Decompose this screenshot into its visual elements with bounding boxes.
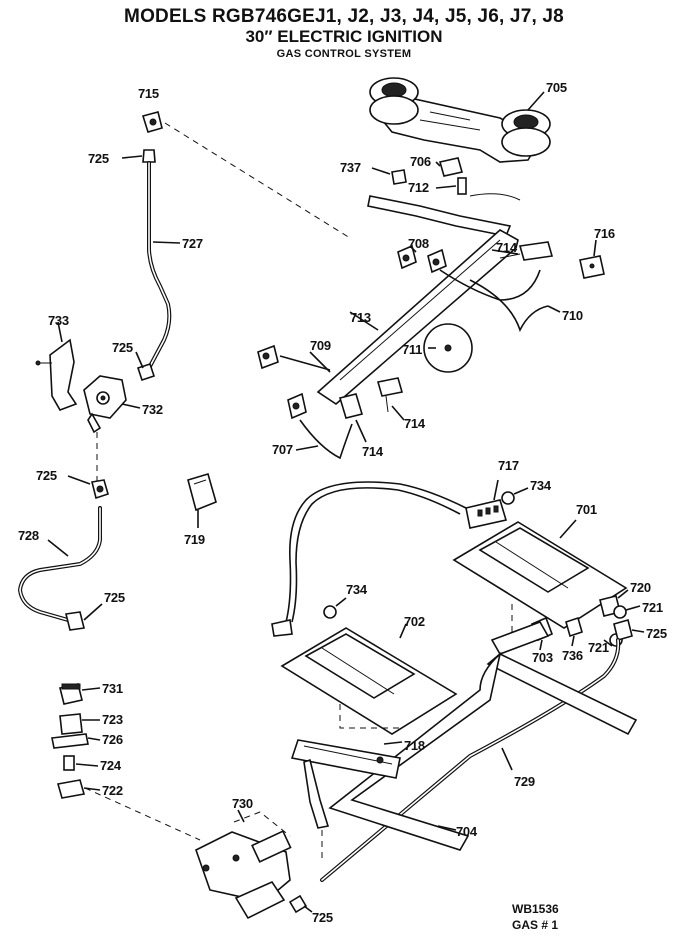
part-701-burner bbox=[452, 521, 628, 629]
part-722-base bbox=[56, 779, 86, 799]
label-731: 731 bbox=[102, 681, 123, 696]
part-728-tube bbox=[17, 506, 102, 622]
label-722: 722 bbox=[102, 783, 123, 798]
part-715-bracket bbox=[141, 111, 163, 133]
label-727: 727 bbox=[182, 236, 203, 251]
label-728: 728 bbox=[18, 528, 39, 543]
label-729: 729 bbox=[514, 774, 535, 789]
label-723: 723 bbox=[102, 712, 123, 727]
part-726-diaphragm bbox=[51, 733, 89, 749]
part-727-tube bbox=[146, 161, 172, 372]
label-703: 703 bbox=[532, 650, 553, 665]
part-716-switch bbox=[579, 255, 605, 279]
part-730-control-valve bbox=[195, 830, 292, 920]
diagram-subtitle: 30″ ELECTRIC IGNITION bbox=[245, 27, 443, 46]
label-714-c: 714 bbox=[362, 444, 384, 459]
label-711: 711 bbox=[402, 342, 422, 357]
label-725-b: 725 bbox=[112, 340, 133, 355]
label-718: 718 bbox=[404, 738, 425, 753]
label-725-d: 725 bbox=[104, 590, 125, 605]
part-714-igniter-top bbox=[499, 241, 554, 261]
part-729-tube bbox=[320, 638, 621, 882]
label-734-b: 734 bbox=[346, 582, 368, 597]
label-702: 702 bbox=[404, 614, 425, 629]
part-725-fitting-lower bbox=[91, 479, 109, 500]
part-737-nut bbox=[391, 169, 407, 185]
label-726: 726 bbox=[102, 732, 123, 747]
part-724-seal bbox=[63, 755, 75, 771]
label-732: 732 bbox=[142, 402, 163, 417]
label-701: 701 bbox=[576, 502, 597, 517]
part-706-bracket bbox=[438, 157, 464, 177]
part-702-burner bbox=[280, 627, 458, 735]
label-712: 712 bbox=[408, 180, 429, 195]
part-725-fitting-bottom bbox=[288, 894, 308, 914]
part-717-terminal-block bbox=[465, 499, 508, 529]
label-721-b: 721 bbox=[588, 640, 609, 655]
label-736: 736 bbox=[562, 648, 583, 663]
label-725-f: 725 bbox=[646, 626, 667, 641]
part-718-igniter-rail bbox=[290, 739, 401, 829]
label-716: 716 bbox=[594, 226, 615, 241]
part-725-fitting-top bbox=[142, 149, 156, 163]
label-715: 715 bbox=[138, 86, 159, 101]
label-719: 719 bbox=[184, 532, 205, 547]
part-736-clip bbox=[565, 616, 583, 638]
part-734-nut-top bbox=[501, 491, 515, 505]
label-706: 706 bbox=[410, 154, 431, 169]
part-732-valve bbox=[83, 375, 127, 434]
label-714-a: 714 bbox=[496, 240, 518, 255]
label-734-a: 734 bbox=[530, 478, 552, 493]
part-733-bracket bbox=[35, 338, 78, 411]
footer-code-gas: GAS # 1 bbox=[512, 918, 559, 932]
label-725-a: 725 bbox=[88, 151, 109, 166]
part-723-spring bbox=[59, 713, 83, 735]
label-725-e: 725 bbox=[312, 910, 333, 925]
label-709: 709 bbox=[310, 338, 331, 353]
part-725-fitting-mid bbox=[136, 362, 156, 382]
part-731-cap bbox=[59, 683, 83, 705]
label-724: 724 bbox=[100, 758, 122, 773]
label-710: 710 bbox=[562, 308, 583, 323]
part-709-orifice bbox=[257, 344, 279, 370]
label-714-b: 714 bbox=[404, 416, 426, 431]
label-704: 704 bbox=[456, 824, 478, 839]
diagram-section: GAS CONTROL SYSTEM bbox=[276, 48, 412, 60]
part-719-clip bbox=[187, 473, 217, 512]
part-712-electrode bbox=[457, 177, 467, 195]
footer-code-ref: WB1536 bbox=[512, 902, 559, 916]
part-704-manifold bbox=[328, 621, 638, 851]
part-705-burner-assembly bbox=[369, 77, 551, 163]
label-730: 730 bbox=[232, 796, 253, 811]
label-707: 707 bbox=[272, 442, 293, 457]
part-713-manifold bbox=[316, 229, 519, 406]
label-725-c: 725 bbox=[36, 468, 57, 483]
diagram-title: MODELS RGB746GEJ1, J2, J3, J4, J5, J6, J… bbox=[124, 6, 564, 27]
label-708: 708 bbox=[408, 236, 429, 251]
label-721-a: 721 bbox=[642, 600, 663, 615]
part-714-igniter-lower bbox=[338, 377, 404, 419]
part-708-valves bbox=[397, 244, 447, 274]
label-737: 737 bbox=[340, 160, 361, 175]
part-707-cap bbox=[287, 392, 307, 420]
part-725-fitting-right bbox=[613, 619, 633, 641]
label-705: 705 bbox=[546, 80, 567, 95]
label-720: 720 bbox=[630, 580, 651, 595]
label-713: 713 bbox=[350, 310, 371, 325]
label-717: 717 bbox=[498, 458, 519, 473]
part-734-nut-lower bbox=[323, 605, 337, 619]
part-711-disc bbox=[423, 323, 473, 373]
part-725-fitting-end bbox=[65, 611, 85, 631]
label-733: 733 bbox=[48, 313, 69, 328]
